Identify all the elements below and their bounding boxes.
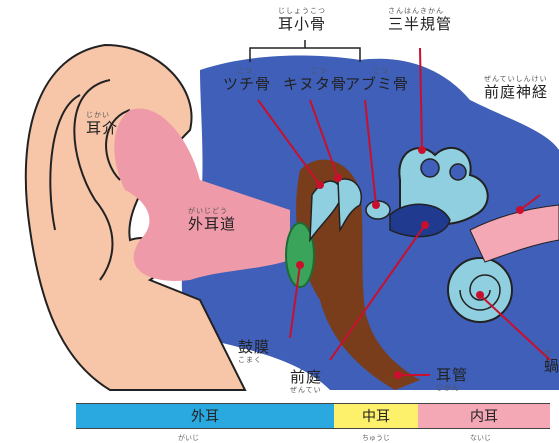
- label-ear-canal: がいじどう 外耳道: [188, 208, 236, 232]
- label-stapes: こつ アブミ骨: [345, 68, 409, 92]
- label-auricle: じかい 耳介: [86, 112, 118, 136]
- label-eustachian-tube: 耳管 じかん: [436, 368, 468, 392]
- label-semicircular-canals: さんはんきかん 三半規管: [388, 8, 452, 32]
- label-vestibular-nerve: ぜんていしんけい 前庭神経: [484, 76, 548, 100]
- label-incus: こつ キヌタ骨: [283, 68, 347, 92]
- label-vestibule: 前庭 ぜんてい: [290, 370, 322, 394]
- band-inner-ear: 内耳: [418, 403, 550, 429]
- label-ossicles: じしょうこつ 耳小骨: [278, 8, 326, 32]
- label-eardrum: 鼓膜 こまく: [238, 340, 270, 364]
- label-malleus: こつ ツチ骨: [223, 68, 271, 92]
- canal-loop: [450, 164, 466, 180]
- band-middle-ear: 中耳: [334, 403, 418, 429]
- label-cochlea: か 蝸: [544, 350, 559, 374]
- cochlea-shape: [448, 258, 512, 322]
- band-outer-ear: 外耳: [76, 403, 334, 429]
- canal-loop: [421, 159, 439, 177]
